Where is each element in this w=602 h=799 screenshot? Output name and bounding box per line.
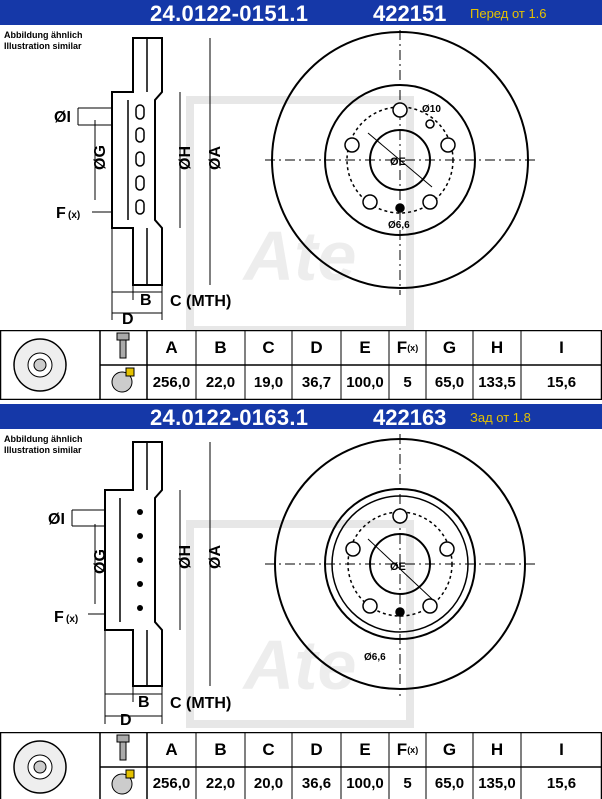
brand-watermark: Ate [186,96,414,330]
col-header-H: H [490,337,504,357]
disc-thumbnail-icon [13,740,67,794]
svg-text:(x): (x) [68,210,80,221]
vent-slots [135,104,145,215]
disc-thumbnail-icon [13,338,67,392]
table-grid [0,732,602,799]
illustration-note: Abbildung ähnlich Illustration similar [4,30,83,51]
value-B: 22,0 [205,374,236,391]
svg-text:D: D [122,311,134,328]
value-F: 5 [403,374,412,391]
value-B: 22,0 [205,774,236,792]
illustration-note: Abbildung ähnlich Illustration similar [4,434,83,455]
part-section-2: 24.0122-0163.1 422163 Зад от 1.8 Abbildu… [0,404,602,799]
torque-tool-icon [111,367,135,393]
svg-text:ØA: ØA [207,146,224,170]
svg-text:C (MTH): C (MTH) [170,695,231,712]
part-note: Зад от 1.8 [470,410,531,425]
col-header-B: B [214,337,227,357]
col-header-D: D [310,337,323,357]
value-H: 135,0 [478,774,516,792]
svg-text:ØI: ØI [54,109,71,126]
value-A: 256,0 [152,374,191,391]
col-header-F: F(x) [396,739,419,759]
technical-drawing: Ate [54,30,535,330]
col-header-A: A [165,337,178,357]
disc-front-view [265,30,535,295]
value-D: 36,6 [301,774,332,792]
col-header-C: C [262,337,275,357]
part-note: Перед от 1.6 [470,6,547,21]
col-header-H: H [490,739,504,759]
col-header-E: E [359,337,371,357]
part-code: 422151 [373,1,447,26]
col-header-I: I [559,337,564,357]
dimension-lines [71,442,211,724]
value-G: 65,0 [434,374,465,391]
dimension-lines [77,38,211,320]
value-D: 36,7 [301,374,332,391]
svg-text:ØA: ØA [207,545,224,569]
col-header-E: E [359,739,371,759]
col-header-F: F(x) [396,337,419,357]
value-C: 20,0 [253,774,284,792]
svg-text:ØG: ØG [92,145,109,170]
col-header-A: A [165,739,178,759]
part-code: 422163 [373,405,447,430]
value-E: 100,0 [346,774,384,792]
svg-text:Ate: Ate [242,217,357,295]
svg-text:F: F [56,205,66,222]
part-section-1: 24.0122-0151.1 422151 Перед от 1.6 Abbil… [0,0,602,400]
vent-holes [137,509,143,611]
svg-text:ØE: ØE [390,156,406,168]
bolt-icon [116,734,130,761]
col-header-C: C [262,739,275,759]
col-header-I: I [559,739,564,759]
part-banner: 24.0122-0151.1 422151 Перед от 1.6 [0,0,602,26]
svg-text:C (MTH): C (MTH) [170,293,231,310]
spec-table: A B C D E F(x) G H I 256,0 22,0 20,0 36,… [0,732,602,799]
svg-text:Ø6,6: Ø6,6 [388,220,410,231]
part-number: 24.0122-0151.1 [150,1,309,26]
disc-front-view [265,434,535,696]
part-banner: 24.0122-0163.1 422163 Зад от 1.8 [0,404,602,430]
value-E: 100,0 [346,374,384,391]
wheel-bolt-holes [344,102,456,213]
svg-text:B: B [140,292,152,309]
svg-text:ØH: ØH [177,545,194,569]
value-C: 19,0 [253,374,284,391]
svg-text:D: D [120,712,132,729]
value-H: 133,5 [478,374,516,391]
svg-text:ØI: ØI [48,511,65,528]
svg-text:ØG: ØG [92,549,109,574]
spec-table: A B C D E F(x) G H I 256,0 22,0 19,0 36,… [0,330,602,400]
technical-drawing: Ate ØA ØH [48,434,535,729]
value-F: 5 [403,774,412,792]
svg-text:ØH: ØH [177,146,194,170]
col-header-G: G [442,739,457,759]
svg-text:ØE: ØE [390,561,406,573]
part-number: 24.0122-0163.1 [150,405,309,430]
svg-text:F: F [54,609,64,626]
svg-text:B: B [138,694,150,711]
col-header-G: G [442,337,457,357]
bolt-icon [116,332,130,359]
svg-text:Ø6,6: Ø6,6 [364,652,386,663]
table-grid [0,330,602,400]
col-header-B: B [214,739,227,759]
wheel-bolt-holes [345,508,455,617]
svg-text:Ø10: Ø10 [422,104,441,115]
value-I: 15,6 [546,374,577,391]
value-A: 256,0 [152,774,191,792]
torque-tool-icon [111,769,135,795]
disc-cross-section [104,441,163,687]
value-I: 15,6 [546,774,577,792]
col-header-D: D [310,739,323,759]
value-G: 65,0 [434,774,465,792]
svg-text:(x): (x) [66,614,78,625]
